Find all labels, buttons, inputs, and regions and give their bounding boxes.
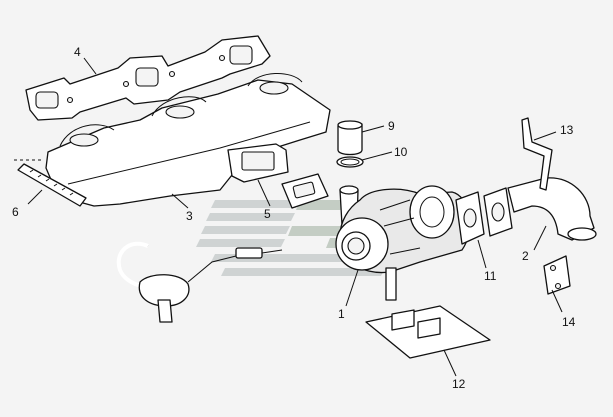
callout-9: 9 bbox=[388, 119, 395, 133]
callout-13: 13 bbox=[560, 123, 574, 137]
support-bracket bbox=[521, 117, 553, 191]
stud-bolt bbox=[17, 163, 87, 207]
sleeve-9 bbox=[337, 120, 363, 156]
callout-1: 1 bbox=[338, 307, 345, 321]
manifold-gasket bbox=[25, 35, 271, 121]
callout-4: 4 bbox=[74, 45, 81, 59]
heat-shield bbox=[365, 305, 491, 359]
turbo-inlet-gasket bbox=[281, 173, 329, 209]
exhaust-elbow bbox=[507, 177, 597, 241]
mounting-plate bbox=[543, 255, 571, 295]
turbo-outlet-gasket bbox=[455, 187, 513, 245]
exhaust-manifold bbox=[45, 72, 331, 207]
wastegate-actuator bbox=[116, 241, 283, 323]
turbocharger bbox=[335, 185, 471, 301]
callout-5: 5 bbox=[264, 207, 271, 221]
callout-2: 2 bbox=[522, 249, 529, 263]
callout-10: 10 bbox=[394, 145, 408, 159]
callout-11: 11 bbox=[484, 269, 497, 283]
callout-12: 12 bbox=[452, 377, 466, 391]
clamp-10 bbox=[336, 156, 364, 168]
callout-6: 6 bbox=[12, 205, 19, 219]
callout-3: 3 bbox=[186, 209, 193, 223]
leader-lines bbox=[27, 57, 563, 377]
callout-14: 14 bbox=[562, 315, 576, 329]
